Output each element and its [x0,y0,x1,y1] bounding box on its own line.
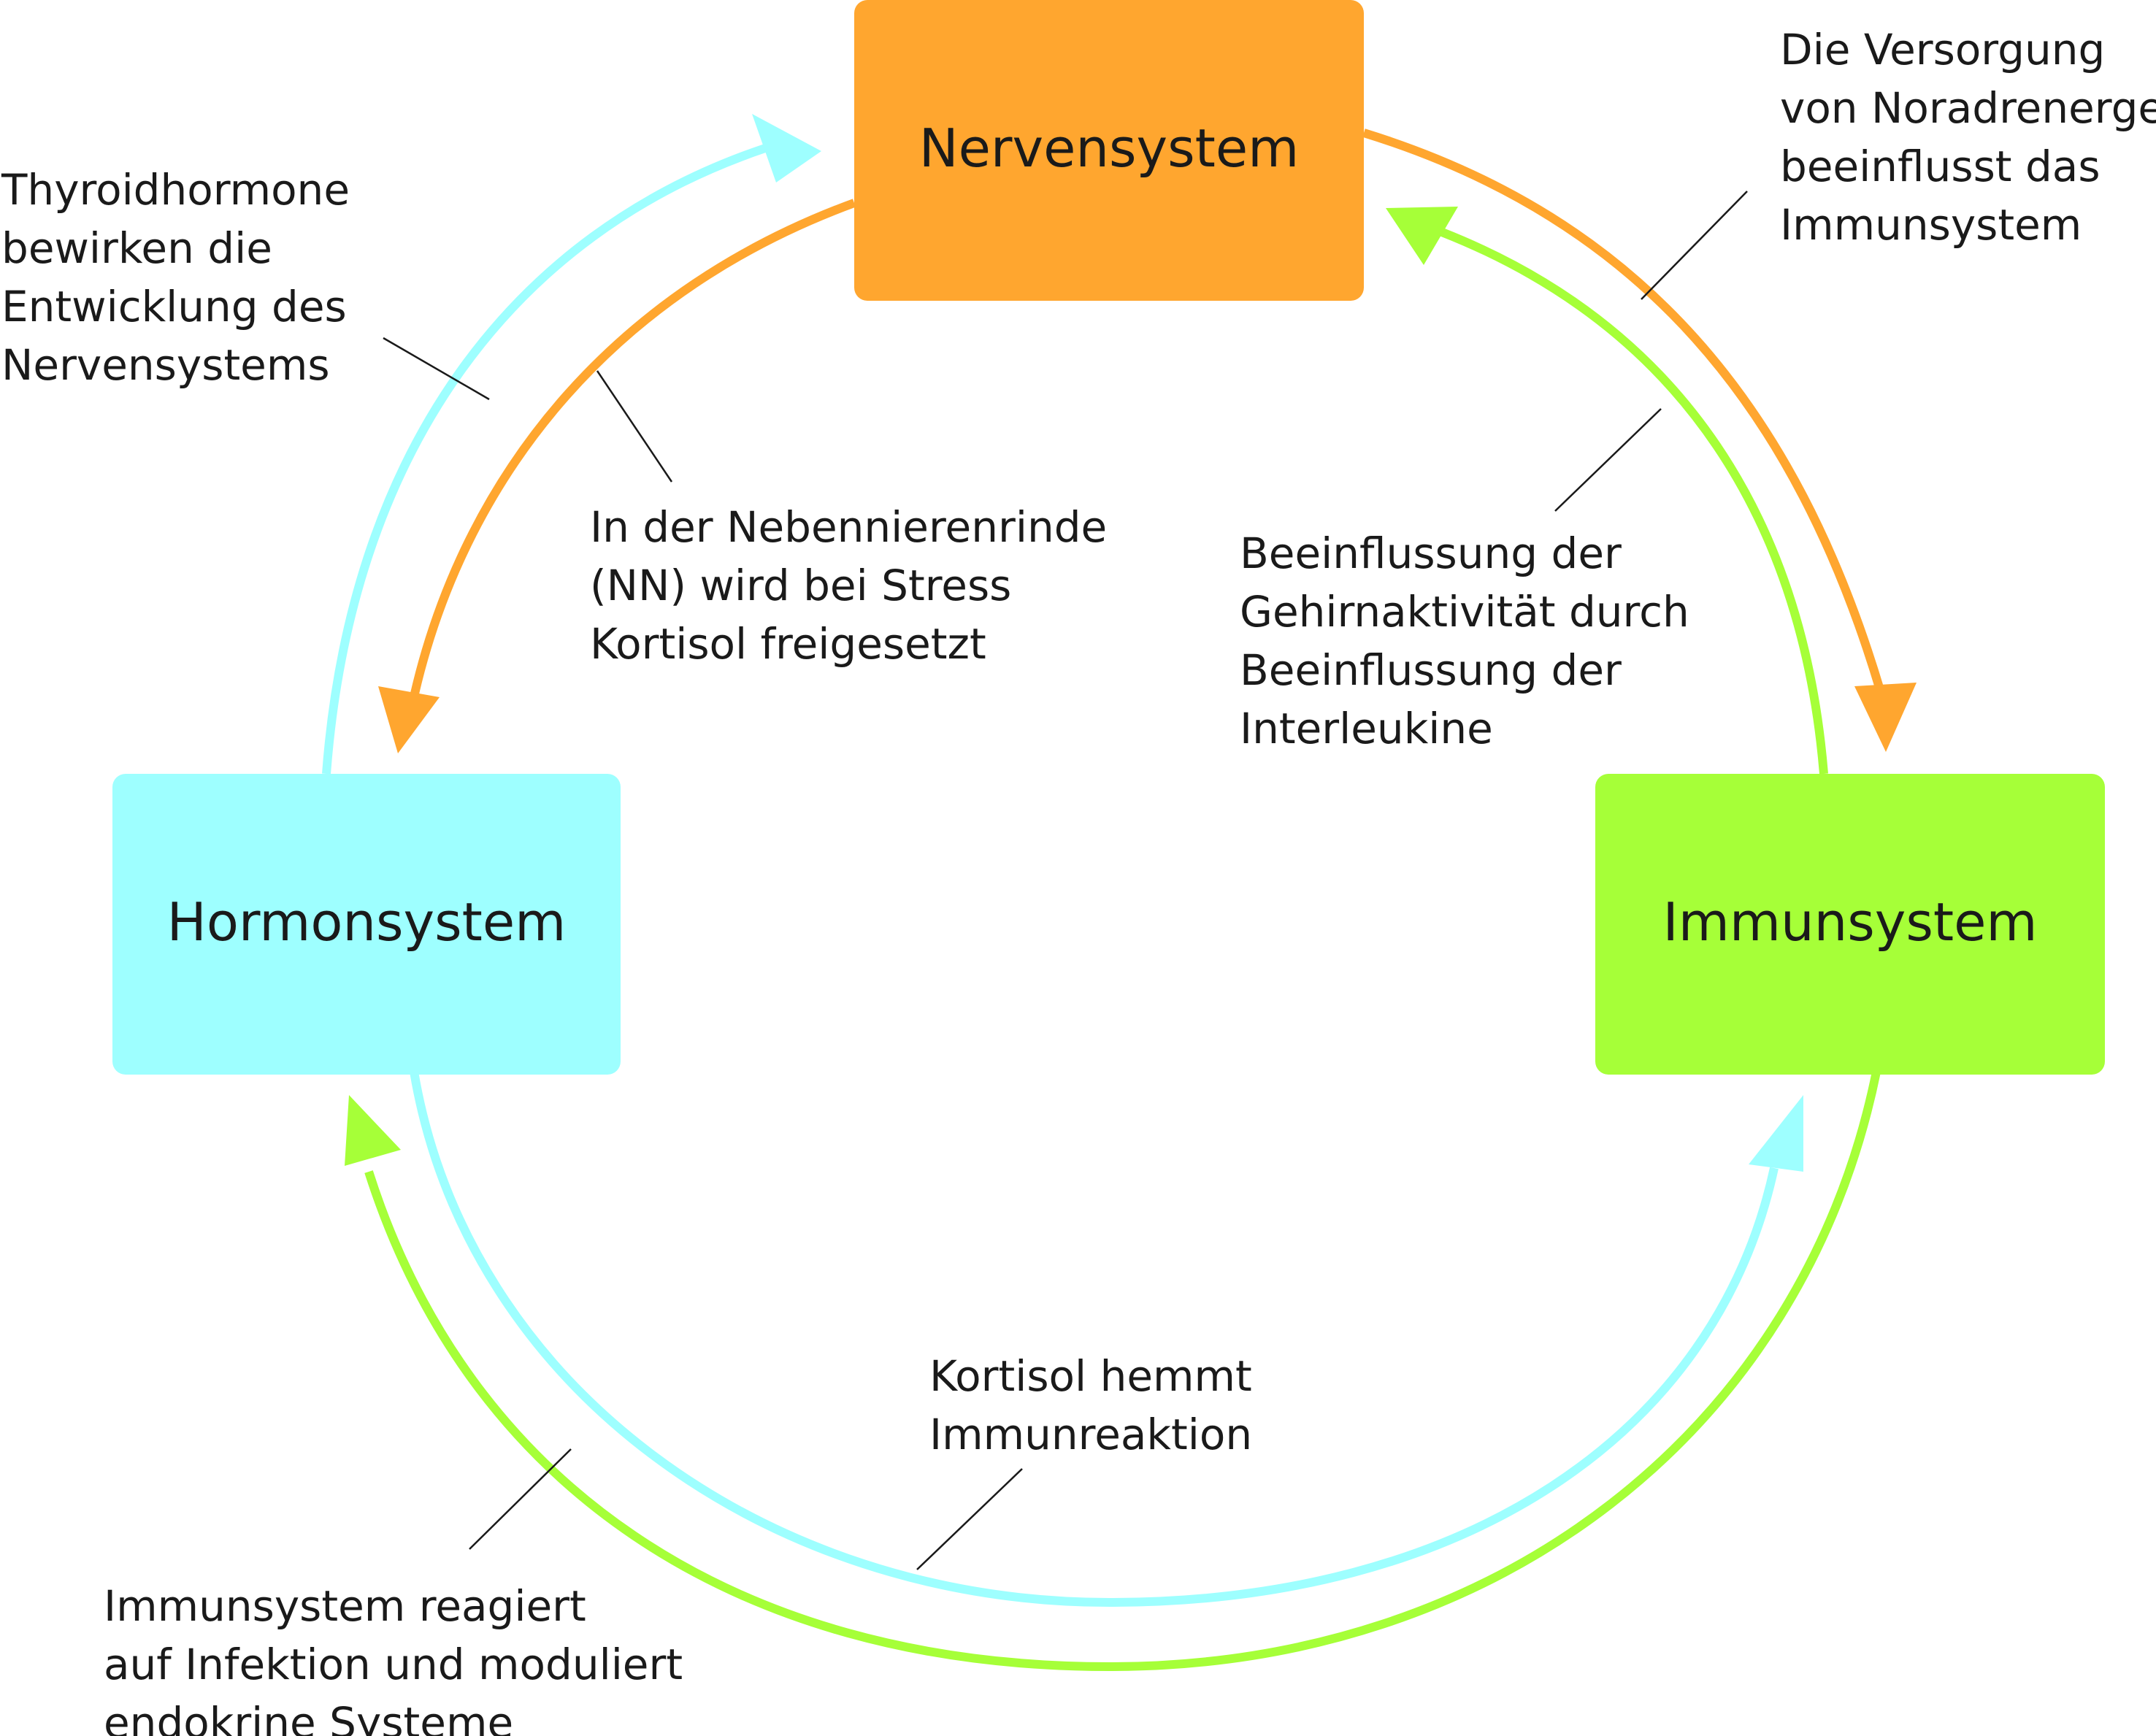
annotation-kortisol-stress: In der Nebennierenrinde (NN) wird bei St… [590,502,1121,669]
leader-kortisol-hemmt [916,1468,1023,1570]
annotation-noradrenerge: Die Versorgung von Noradrenerge beeinflu… [1780,25,2156,250]
box-nervensystem: Nervensystem [854,0,1364,301]
immunsystem-label: Immunsystem [1662,891,2037,953]
annotation-interleukine: Beeinflussung der Gehirnaktivität durch … [1240,529,1703,753]
arrow-nerven-to-hormon [378,199,856,753]
arrow-hormon-to-nerven [322,114,821,775]
arrow-immun-to-nerven [1386,207,1828,775]
leader-interleukine [1554,408,1662,512]
leader-kortisol-stress [596,370,673,483]
arrow-nerven-to-immun [1362,128,1917,752]
box-immunsystem: Immunsystem [1595,774,2105,1075]
leader-noradrenerge [1641,191,1748,300]
arrow-immun-to-hormon [345,1070,1881,1672]
annotation-thyroid: Thyroidhormone bewirken die Entwicklung … [1,165,363,390]
nervensystem-label: Nervensystem [919,118,1300,179]
box-hormonsystem: Hormonsystem [112,774,621,1075]
annotation-infektion: Immunsystem reagiert auf Infektion und m… [104,1581,697,1736]
leader-thyroid [383,337,490,401]
arrow-hormon-to-immun [410,1070,1803,1608]
annotation-kortisol-hemmt: Kortisol hemmt Immunreaktion [929,1351,1265,1459]
hormonsystem-label: Hormonsystem [167,891,567,953]
leader-infektion [469,1448,572,1550]
